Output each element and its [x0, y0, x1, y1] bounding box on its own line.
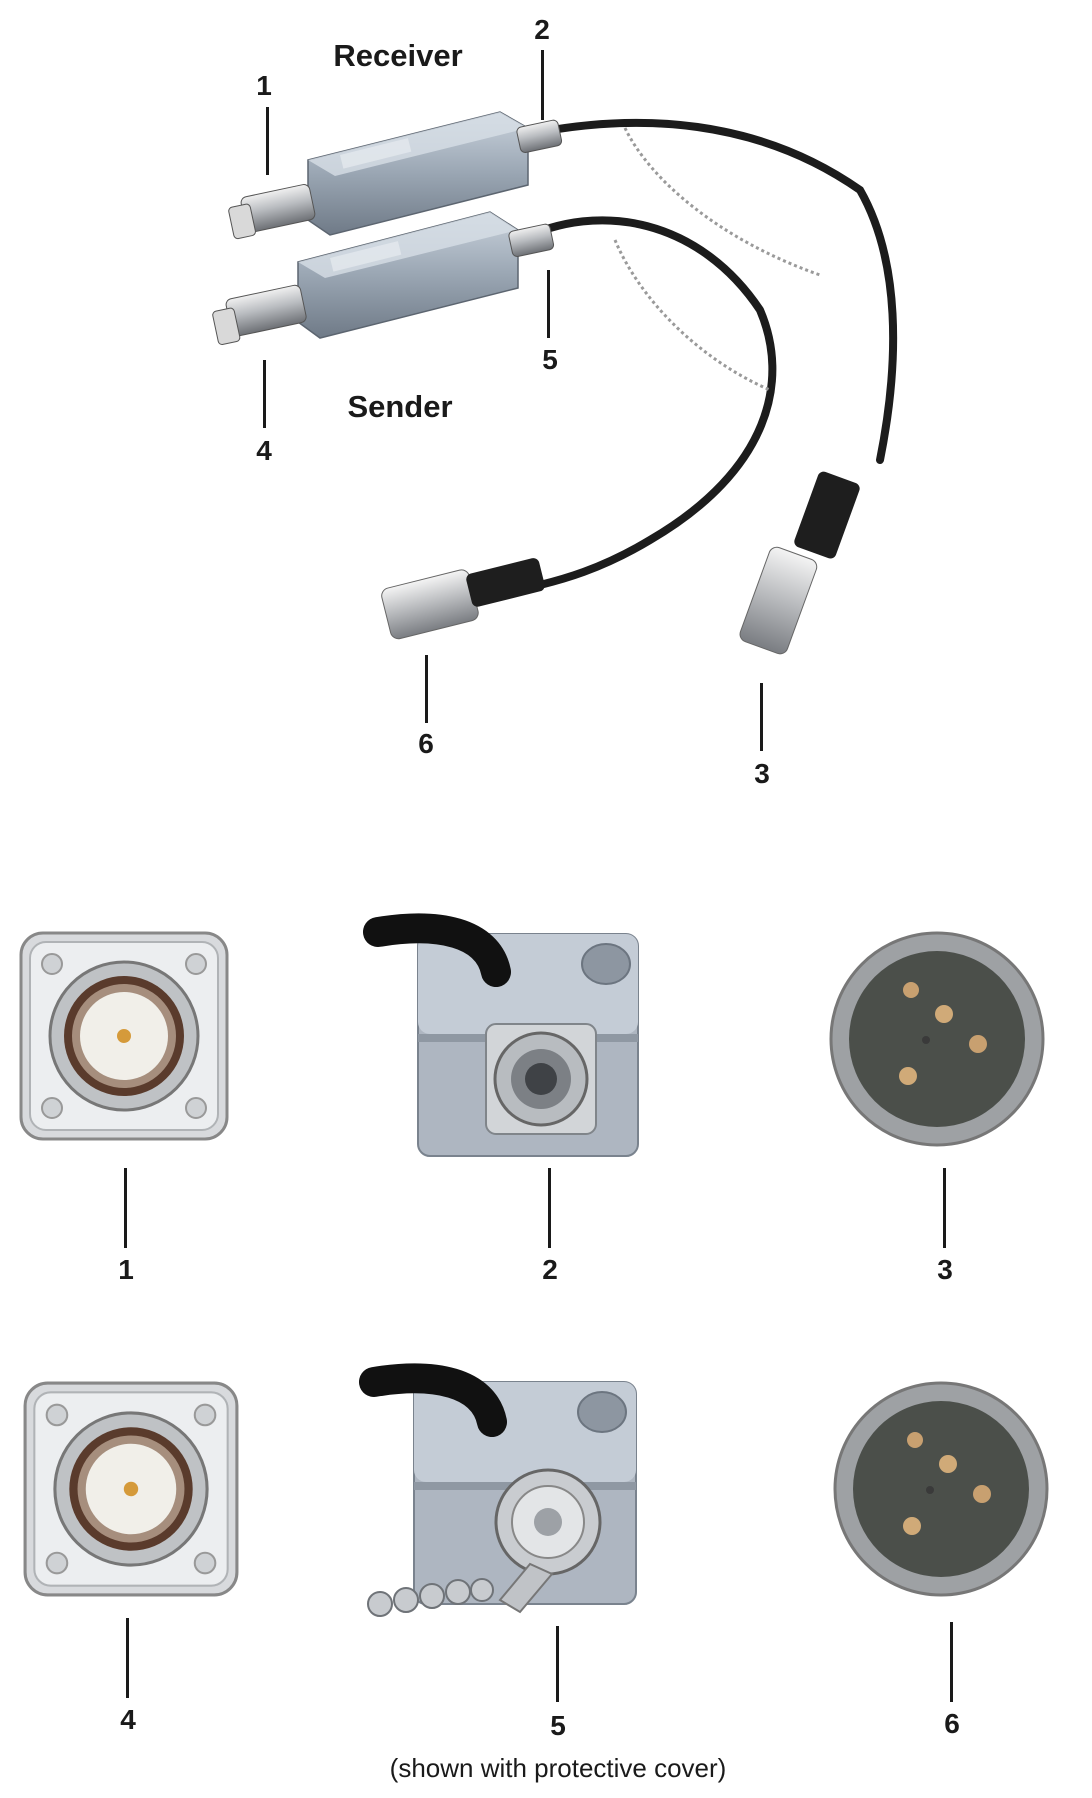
row1-leader-1: [124, 1168, 127, 1248]
callout-2-label: 2: [534, 14, 550, 45]
receiver-xlr-plug: [739, 471, 860, 655]
callout-1-label: 1: [256, 70, 272, 101]
receiver-sender-assembly-illustration: [212, 111, 898, 655]
sender-title: Sender: [347, 389, 453, 424]
callout-1-leader: [266, 107, 269, 175]
cover-bead-chain: [367, 1578, 494, 1617]
bead-chain: [613, 127, 821, 392]
xlr-pins-3: [829, 931, 1045, 1147]
receiver-rear-bnc-2: [363, 913, 639, 1157]
receiver-title: Receiver: [333, 38, 463, 73]
row1-label-3: 3: [937, 1254, 953, 1285]
protective-cover-caption: (shown with protective cover): [389, 1753, 727, 1783]
row1-label-2: 2: [542, 1254, 558, 1285]
callout-5-label: 5: [542, 344, 558, 375]
row1-leader-2: [548, 1168, 551, 1248]
row2-leader-5: [556, 1626, 559, 1702]
row2-leader-4: [126, 1618, 129, 1698]
bnc-chassis-jack-1: [19, 931, 229, 1141]
row2-label-4: 4: [120, 1704, 136, 1735]
sender-cable: [516, 216, 777, 589]
callout-3-label: 3: [754, 758, 770, 789]
xlr-pins-6: [833, 1381, 1049, 1597]
callout-3-leader: [760, 683, 763, 751]
row2-label-6: 6: [944, 1708, 960, 1739]
sender-unit: [212, 211, 555, 346]
receiver-unit: [228, 111, 563, 240]
callout-6-label: 6: [418, 728, 434, 759]
callout-2-leader: [541, 50, 544, 120]
callout-4-leader: [263, 360, 266, 428]
row1-label-1: 1: [118, 1254, 134, 1285]
callout-4-label: 4: [256, 435, 272, 466]
bnc-chassis-jack-4: [23, 1381, 239, 1597]
row2-label-5: 5: [550, 1710, 566, 1741]
row1-leader-3: [943, 1168, 946, 1248]
receiver-cable: [516, 118, 898, 464]
row2-leader-6: [950, 1622, 953, 1702]
callout-5-leader: [547, 270, 550, 338]
sender-xlr-plug: [381, 558, 545, 640]
callout-6-leader: [425, 655, 428, 723]
sender-rear-bnc-with-cover-5: [359, 1363, 637, 1617]
